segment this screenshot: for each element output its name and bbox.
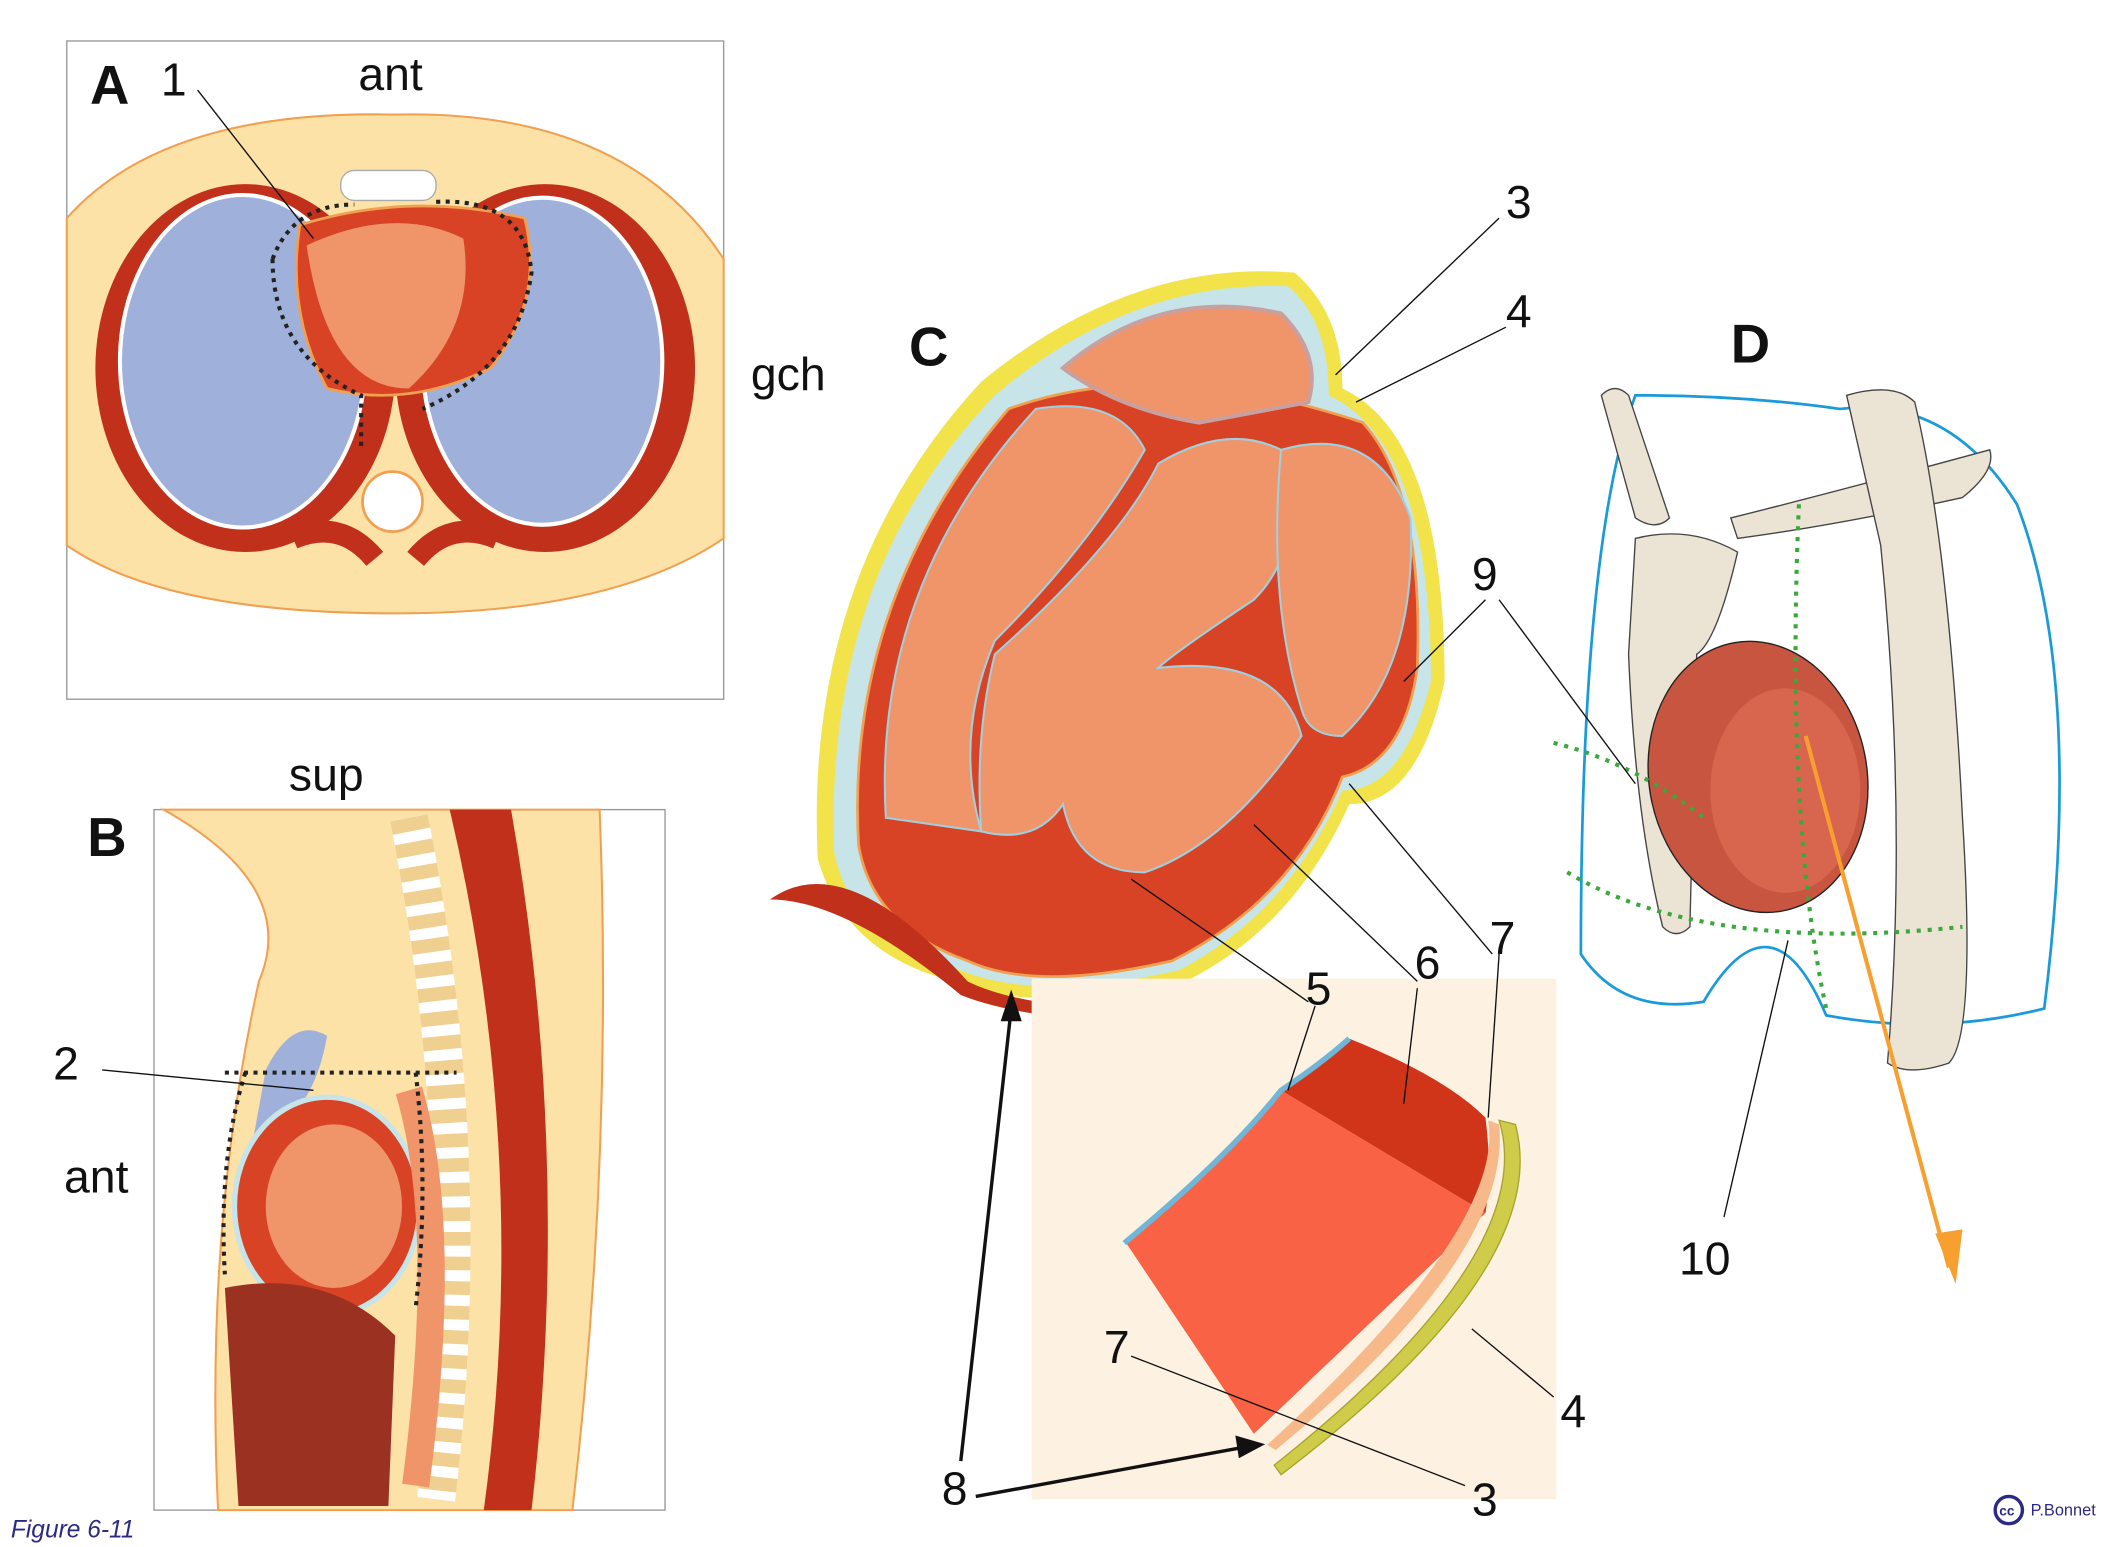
mediastinum-dotted-outline	[221, 1070, 457, 1309]
label-6: 6	[1415, 937, 1441, 989]
inset-fibrous-pericardium	[1273, 1119, 1521, 1476]
label-gch: gch	[751, 348, 826, 400]
panel-letter-b: B	[87, 807, 126, 868]
diaphragm	[769, 883, 1227, 1023]
heart-axis-arrowhead	[1935, 1229, 1963, 1284]
leader-line-9	[1498, 599, 1636, 785]
label-10: 10	[1679, 1232, 1731, 1284]
label-ant-a: ant	[358, 48, 423, 100]
clavicle-left	[1600, 387, 1671, 526]
arrows-8	[959, 989, 1266, 1499]
clavicle-right	[1729, 449, 1992, 540]
heart-b-chambers	[265, 1124, 403, 1288]
heart-d-ventricle	[1710, 688, 1861, 893]
leader-line-10	[1723, 940, 1789, 1218]
label-4: 4	[1506, 285, 1532, 337]
author-credit: P.Bonnet	[2031, 1502, 2097, 1520]
back-muscle-b	[449, 809, 548, 1511]
label-7: 7	[1490, 912, 1516, 964]
sternum	[340, 169, 437, 202]
aorta-b	[395, 1086, 445, 1488]
pericardium-dotted-outline	[270, 199, 534, 450]
label-ant-b: ant	[64, 1151, 129, 1203]
cc-icon	[1993, 1494, 2025, 1526]
leader-line-1	[197, 89, 314, 240]
great-vessels	[1059, 304, 1314, 425]
label-7-inset: 7	[1104, 1321, 1130, 1373]
cc-license-badge: cc P.Bonnet	[1993, 1494, 2097, 1526]
panel-b: sup B 2 ant	[53, 749, 666, 1512]
label-5: 5	[1306, 962, 1332, 1014]
panel-letter-d: D	[1731, 314, 1770, 375]
label-1: 1	[161, 53, 187, 105]
panel-letter-c: C	[909, 316, 948, 377]
inset-endocardium	[1122, 1036, 1352, 1246]
inset-epicardium	[1281, 1038, 1489, 1214]
panel-a: A 1 ant gch	[65, 40, 826, 700]
label-sup: sup	[289, 749, 364, 801]
label-4-inset: 4	[1560, 1385, 1586, 1437]
panel-letter-a: A	[90, 55, 129, 116]
liver	[224, 1283, 396, 1507]
left-atrium	[1276, 442, 1413, 738]
leader-lines-c	[1130, 217, 1555, 1487]
label-3-inset: 3	[1472, 1474, 1498, 1526]
label-2: 2	[53, 1037, 79, 1089]
vertebra	[361, 470, 424, 533]
panel-c: C 3 4 9 7 6 5 8 7 3 4	[769, 176, 1586, 1526]
back-muscles	[288, 520, 502, 567]
vertebrae	[390, 814, 471, 1502]
ventricles	[978, 437, 1303, 874]
cc-badge-text: cc	[1999, 1504, 2015, 1519]
label-9: 9	[1472, 548, 1498, 600]
label-3: 3	[1506, 176, 1532, 228]
panel-d: D 10	[1498, 314, 2061, 1284]
leader-line-2	[102, 1069, 314, 1092]
trachea-esophagus	[1845, 389, 1968, 1071]
inset-myocardium	[1124, 1090, 1486, 1434]
axis-dotted-lines	[1553, 504, 1963, 1010]
figure-caption: Figure 6-11	[11, 1516, 135, 1543]
heart-axis-arrow	[1803, 735, 1951, 1269]
right-atrium	[883, 405, 1146, 833]
heart-a-chambers	[306, 223, 466, 389]
label-8: 8	[942, 1463, 968, 1515]
